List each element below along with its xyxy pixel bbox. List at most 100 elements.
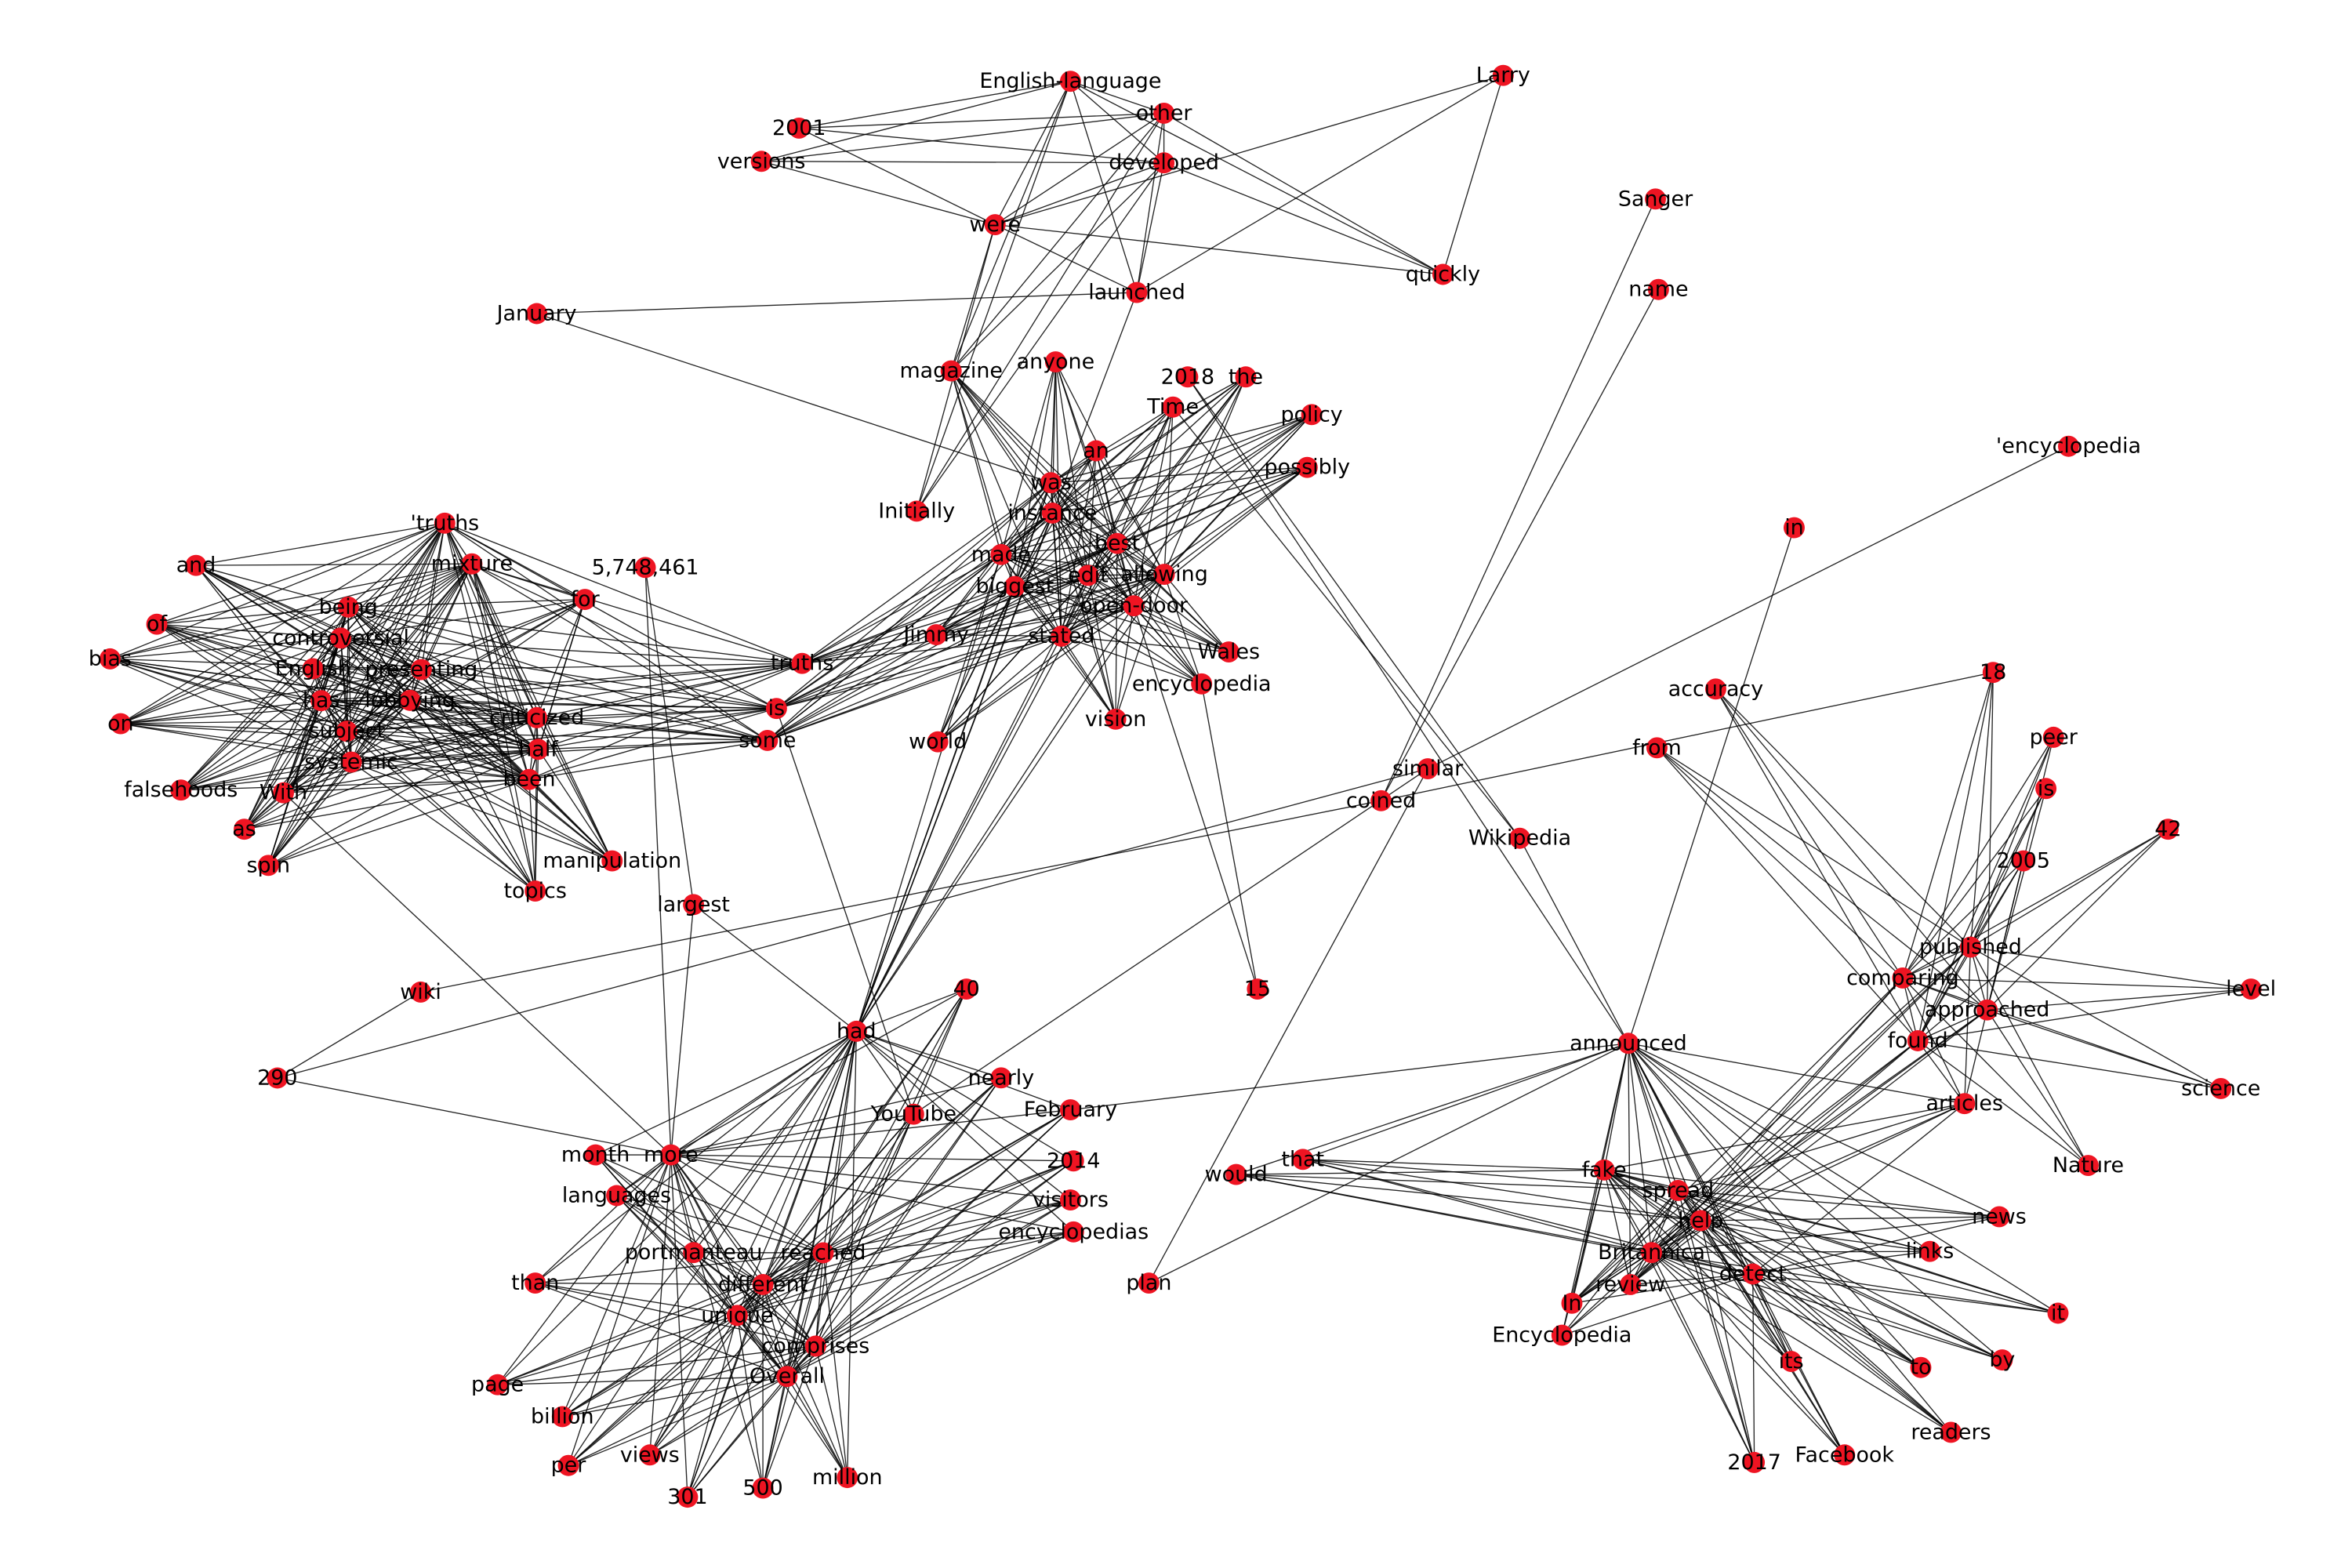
edge-bias-systemic <box>110 658 352 763</box>
edge-page-different <box>497 1283 764 1385</box>
node-marker <box>1907 1030 1929 1051</box>
node-than: than <box>511 1271 559 1295</box>
edge-visitors-different <box>762 1199 1071 1286</box>
edge-topics-subject <box>346 731 536 892</box>
edge-visitors-more <box>670 1154 1071 1201</box>
node-label: vision <box>1085 707 1146 731</box>
edge-instance-stated <box>1051 513 1062 637</box>
edge-n15-open_door <box>1133 605 1258 989</box>
node-systemic: systemic <box>304 750 398 775</box>
edge-by-help <box>1700 1220 2003 1361</box>
edge-encyclopedias-unique <box>737 1231 1074 1316</box>
node-label: published <box>1919 935 2022 960</box>
edge-that-britannica <box>1302 1159 1652 1254</box>
edge-fake-detect <box>1603 1169 1754 1275</box>
node-science: science <box>2181 1076 2260 1101</box>
edge-n15-encyclopedia <box>1201 684 1258 989</box>
edge-anyone-made <box>1000 361 1057 555</box>
edge-truths-being <box>348 606 803 664</box>
edge-larry-launched <box>1136 74 1504 293</box>
edge-some-allowing <box>767 573 1165 742</box>
node-fake: fake <box>1582 1158 1627 1182</box>
node-on: on <box>107 712 134 736</box>
node-label: topics <box>503 879 566 903</box>
edge-wikipedia-announced <box>1519 837 1629 1044</box>
node-nearly: nearly <box>968 1065 1035 1090</box>
edge-some-presenting <box>421 669 768 742</box>
edge-topics-lobbying <box>409 699 536 891</box>
node-approached: approached <box>1925 998 2050 1022</box>
edge-y2014-reached <box>822 1160 1074 1254</box>
node-label: truths <box>771 652 833 676</box>
node-marker <box>434 512 456 534</box>
node-label: different <box>718 1272 808 1297</box>
node-marker <box>984 214 1006 235</box>
node-marker <box>1138 1272 1160 1294</box>
node-n290: 290 <box>257 1066 297 1091</box>
edge-than-different <box>535 1282 764 1286</box>
node-label: of <box>147 612 167 637</box>
node-label: controversial <box>272 626 409 650</box>
node-label: found <box>1888 1029 1948 1053</box>
node-news: news <box>1972 1204 2027 1229</box>
edge-page-overall <box>497 1376 787 1385</box>
edge-some-edit <box>767 575 1089 742</box>
edge-on-has <box>120 700 321 724</box>
node-was: was <box>1030 470 1072 495</box>
edge-time-best <box>1116 406 1174 544</box>
node-label: English-language <box>979 69 1161 93</box>
node-label: made <box>971 543 1031 567</box>
node-label: presenting <box>365 658 477 682</box>
edge-n40-overall <box>786 989 967 1377</box>
edge-some-systemic <box>351 739 768 763</box>
node-possibly: possibly <box>1265 456 1351 480</box>
node-largest: largest <box>657 892 730 916</box>
edge-articles-announced <box>1628 1043 1965 1105</box>
edge-encyclopedia-stated <box>1061 635 1202 684</box>
edge-of-has <box>156 623 321 702</box>
node-label: 2005 <box>1997 849 2050 873</box>
edge-bias-being <box>110 606 349 660</box>
edge-launched-other <box>1136 113 1165 293</box>
node-coined: coined <box>1346 789 1416 813</box>
node-marker <box>837 1467 858 1489</box>
node-made: made <box>971 543 1031 567</box>
edge-topics-presenting <box>420 669 536 891</box>
node-marker <box>1780 1351 1802 1372</box>
node-label: wiki <box>400 980 441 1004</box>
edge-encyclopedia-edit <box>1087 575 1203 684</box>
node-marker <box>146 613 168 635</box>
edge-being-q_truths <box>347 522 445 608</box>
node-label: Overall <box>750 1364 825 1388</box>
node-label: Jimmy <box>902 622 969 647</box>
node-best: best <box>1094 532 1140 556</box>
edge-would-fake <box>1236 1169 1605 1175</box>
node-marker <box>791 652 813 674</box>
edge-n40-different <box>762 989 967 1285</box>
node-marker <box>845 1020 867 1042</box>
edge-wikipedia-y2018 <box>1187 376 1521 839</box>
edge-reached-overall <box>786 1252 824 1377</box>
edge-and-mixture <box>195 563 472 566</box>
node-label: on <box>107 712 134 736</box>
edge-topics-mixture <box>471 564 536 891</box>
edge-that-fake <box>1302 1159 1605 1171</box>
edge-truths-made <box>801 554 1002 664</box>
edge-is_left-q_truths <box>444 522 777 710</box>
edge-fake-britannica <box>1603 1169 1653 1254</box>
edge-per-overall <box>568 1376 788 1466</box>
edge-by-britannica <box>1651 1252 2003 1361</box>
edge-views-more <box>649 1155 672 1455</box>
edge-truths-mixture <box>471 563 803 664</box>
edge-launched-english_language <box>1069 81 1138 293</box>
node-label: 2017 <box>1727 1450 1780 1475</box>
edge-visitors-had <box>855 1030 1071 1201</box>
edge-million-more <box>670 1154 848 1478</box>
node-to: to <box>1910 1356 1931 1380</box>
node-marker <box>2042 726 2064 748</box>
edge-some-being <box>348 606 768 742</box>
node-unique: unique <box>701 1303 773 1327</box>
node-page: page <box>471 1373 524 1397</box>
node-marker <box>2047 1302 2069 1324</box>
edge-million-had <box>847 1031 857 1478</box>
